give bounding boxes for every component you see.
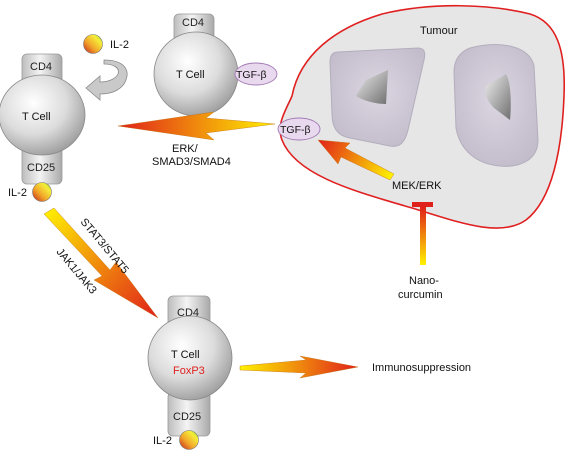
il2-label: IL-2 <box>153 435 172 447</box>
tgfb-tumour: TGF-β <box>277 117 321 141</box>
tgfb-label-tumour: TGF-β <box>280 124 311 136</box>
t-cell-label: T Cell <box>22 111 51 123</box>
il2-free: IL-2 <box>83 34 129 101</box>
arrow-shape <box>317 139 395 181</box>
il2-label-free: IL-2 <box>110 39 129 51</box>
tumour-label: Tumour <box>420 25 458 37</box>
nano-label-line2: curcumin <box>398 289 443 301</box>
arrow-shape <box>117 111 276 141</box>
tumour-nucleus-right <box>485 74 511 120</box>
tumour-nucleus-left <box>356 70 388 104</box>
arrow-jak-stat: STAT3/STAT5 JAK1/JAK3 <box>43 207 159 319</box>
immunosuppression-label: Immunosuppression <box>372 362 471 374</box>
arrow-shape <box>239 355 359 379</box>
il2-molecule <box>179 430 199 450</box>
tumour-region: Tumour <box>279 4 566 229</box>
il2-molecule <box>83 34 103 54</box>
t-cell-label: T Cell <box>176 69 205 81</box>
erk-label-line2: SMAD3/SMAD4 <box>152 156 231 168</box>
tgfb-label-top: TGF-β <box>236 69 267 81</box>
il2-label: IL-2 <box>8 187 27 199</box>
foxp3-label: FoxP3 <box>173 365 205 377</box>
inhibitor-stem <box>420 207 426 265</box>
mek-erk-label: MEK/ERK <box>392 180 442 192</box>
erk-label-line1: ERK/ <box>172 143 199 155</box>
arrow-immunosuppression: Immunosuppression <box>239 355 471 379</box>
inhibitor-bar <box>412 202 433 207</box>
tgfb-receptor-tumour <box>277 117 321 141</box>
t-cell-bottom: CD4 CD25 T Cell FoxP3 IL-2 <box>147 295 233 450</box>
t-cell-label: T Cell <box>171 349 200 361</box>
il2-molecule <box>32 182 52 202</box>
cd4-label: CD4 <box>182 17 204 29</box>
arrow-mek-erk: MEK/ERK <box>317 139 442 192</box>
nano-label-line1: Nano- <box>409 275 439 287</box>
t-cell-body <box>0 74 86 156</box>
cd4-label: CD4 <box>30 61 52 73</box>
t-cell-body <box>147 315 233 401</box>
t-cell-left: CD4 CD25 T Cell IL-2 <box>0 53 86 202</box>
curved-arrow <box>85 59 128 101</box>
tgfb-receptor-top <box>234 62 278 86</box>
t-cell-top: CD4 T Cell TGF-β <box>153 13 278 117</box>
cd25-label: CD25 <box>27 162 55 174</box>
arrow-erk-smad: ERK/ SMAD3/SMAD4 <box>117 111 276 168</box>
arrow-shape <box>43 207 159 319</box>
nano-curcumin-inhibitor: Nano- curcumin <box>398 202 443 301</box>
cd25-label: CD25 <box>173 411 201 423</box>
